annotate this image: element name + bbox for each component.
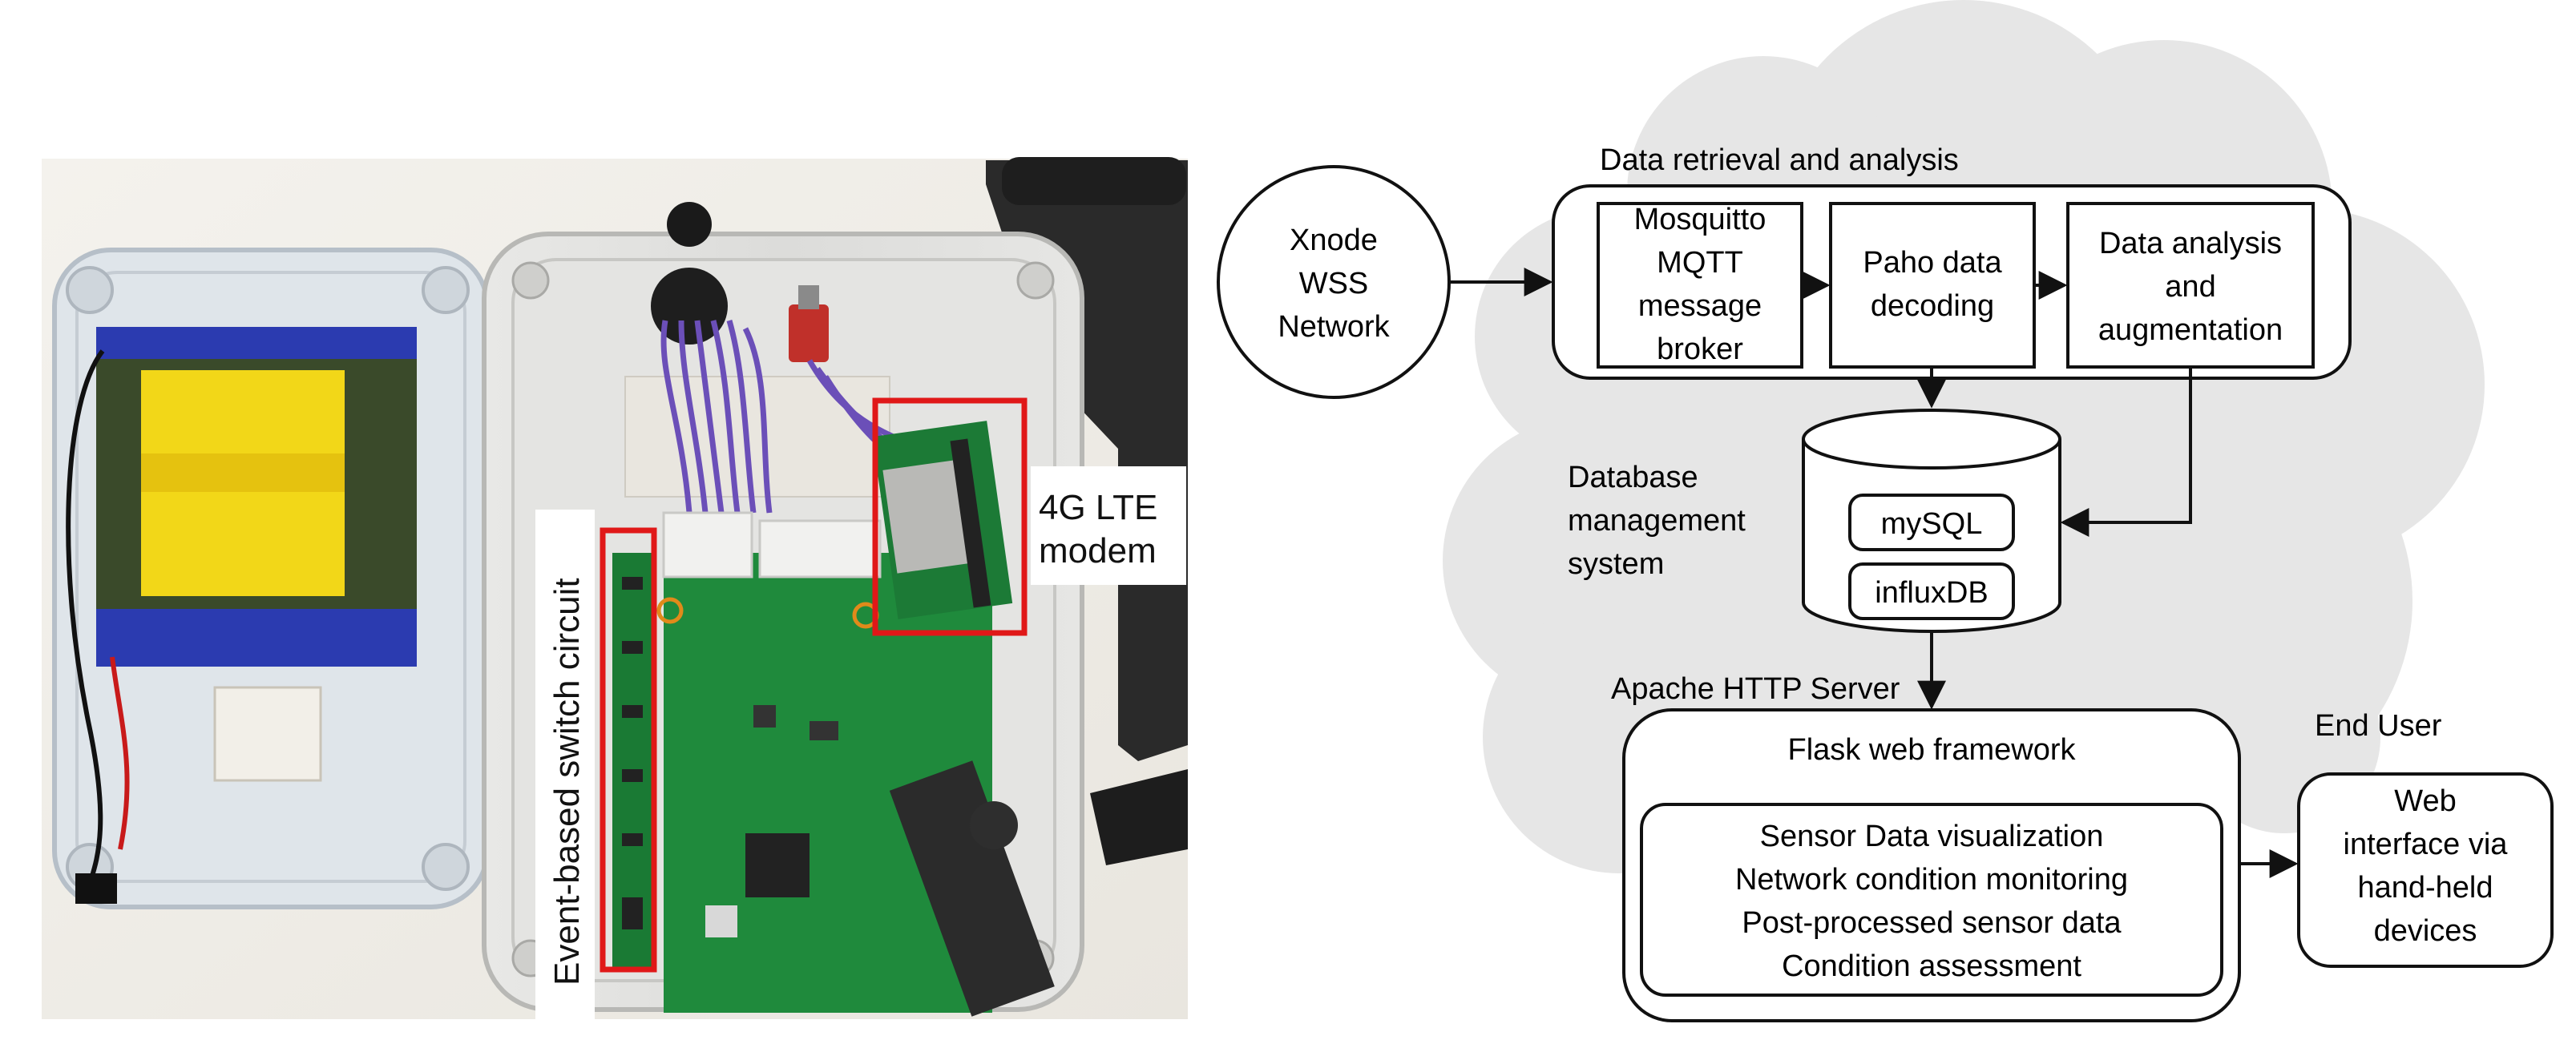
antenna-cap: [1002, 157, 1186, 205]
xnode-line1: Xnode: [1290, 224, 1378, 257]
dbms-label-line2: management: [1568, 504, 1746, 538]
lid-window: [213, 686, 322, 782]
mcu-chip: [745, 833, 810, 897]
switch-circuit-board: [612, 553, 654, 971]
analysis-line3: augmentation: [2098, 313, 2283, 347]
web-interface-box: [2297, 772, 2554, 968]
battery-connector: [75, 873, 117, 904]
analysis-line1: Data analysis: [2099, 227, 2282, 260]
connector-left: [662, 511, 753, 578]
switch-label: Event-based switch circuit: [547, 578, 587, 986]
data-retrieval-title: Data retrieval and analysis: [1600, 143, 1959, 177]
power-switch: [789, 304, 829, 362]
battery-wire-red: [110, 656, 130, 850]
web-interface-line2: interface via: [2344, 828, 2509, 861]
battery-wire-black: [66, 349, 105, 890]
switch-label-bg: [535, 510, 595, 1022]
paho-decoding-box: [1829, 202, 2036, 369]
cable-gland: [667, 202, 712, 247]
paho-line1: Paho data: [1863, 246, 2002, 280]
arrow-analysis-to-database: [2060, 367, 2192, 537]
mosquitto-line1: Mosquitto: [1634, 203, 1766, 236]
xnode-line3: Network: [1278, 310, 1390, 344]
mosquitto-line4: broker: [1657, 333, 1743, 366]
mysql-box: [1848, 494, 2015, 551]
modem-label-line1: 4G LTE: [1039, 488, 1157, 527]
flask-title: Flask web framework: [1788, 733, 2077, 767]
xnode-line2: WSS: [1299, 267, 1369, 300]
feature-3: Post-processed sensor data: [1742, 906, 2122, 940]
analysis-line2: and: [2165, 270, 2215, 304]
feature-4: Condition assessment: [1782, 949, 2081, 983]
antenna-connector: [970, 801, 1018, 849]
switch-callout-box: [600, 527, 657, 973]
modem-label-line2: modem: [1039, 531, 1157, 570]
connector-right: [758, 519, 882, 578]
web-interface-line3: hand-held: [2357, 871, 2493, 905]
modem-label-bg: [1031, 466, 1186, 585]
modem-module: [882, 460, 969, 574]
device-sticker: [624, 376, 890, 498]
influxdb-box: [1848, 562, 2015, 620]
dbms-label-line3: system: [1568, 547, 1664, 581]
mysql-label: mySQL: [1881, 507, 1983, 541]
mosquitto-line2: MQTT: [1657, 246, 1743, 280]
dbms-label-line1: Database: [1568, 461, 1698, 494]
modem-board: [872, 421, 1013, 619]
paho-line2: decoding: [1871, 289, 1994, 323]
cable-gland-inner: [651, 268, 728, 345]
architecture-diagram: Xnode WSS Network Data retrieval and ana…: [1217, 0, 2554, 1022]
modem-callout-box: [872, 397, 1028, 636]
web-interface-line1: Web: [2394, 784, 2456, 818]
antenna-base: [1090, 769, 1188, 865]
data-analysis-box: [2066, 202, 2315, 369]
influxdb-label: influxDB: [1875, 576, 1989, 610]
antenna-cable: [889, 760, 1055, 1017]
end-user-title: End User: [2315, 709, 2442, 743]
mosquitto-line3: message: [1638, 289, 1762, 323]
apache-server-title: Apache HTTP Server: [1611, 672, 1900, 706]
web-features-box: [1640, 803, 2223, 997]
battery-pack: [66, 327, 417, 904]
feature-1: Sensor Data visualization: [1760, 820, 2104, 853]
web-interface-line4: devices: [2374, 914, 2477, 948]
feature-2: Network condition monitoring: [1735, 863, 2128, 897]
main-pcb: [656, 511, 1055, 1017]
mosquitto-broker-box: [1597, 202, 1803, 369]
hardware-photo: 4G LTE modem Event-based switch circuit: [42, 157, 1188, 1022]
